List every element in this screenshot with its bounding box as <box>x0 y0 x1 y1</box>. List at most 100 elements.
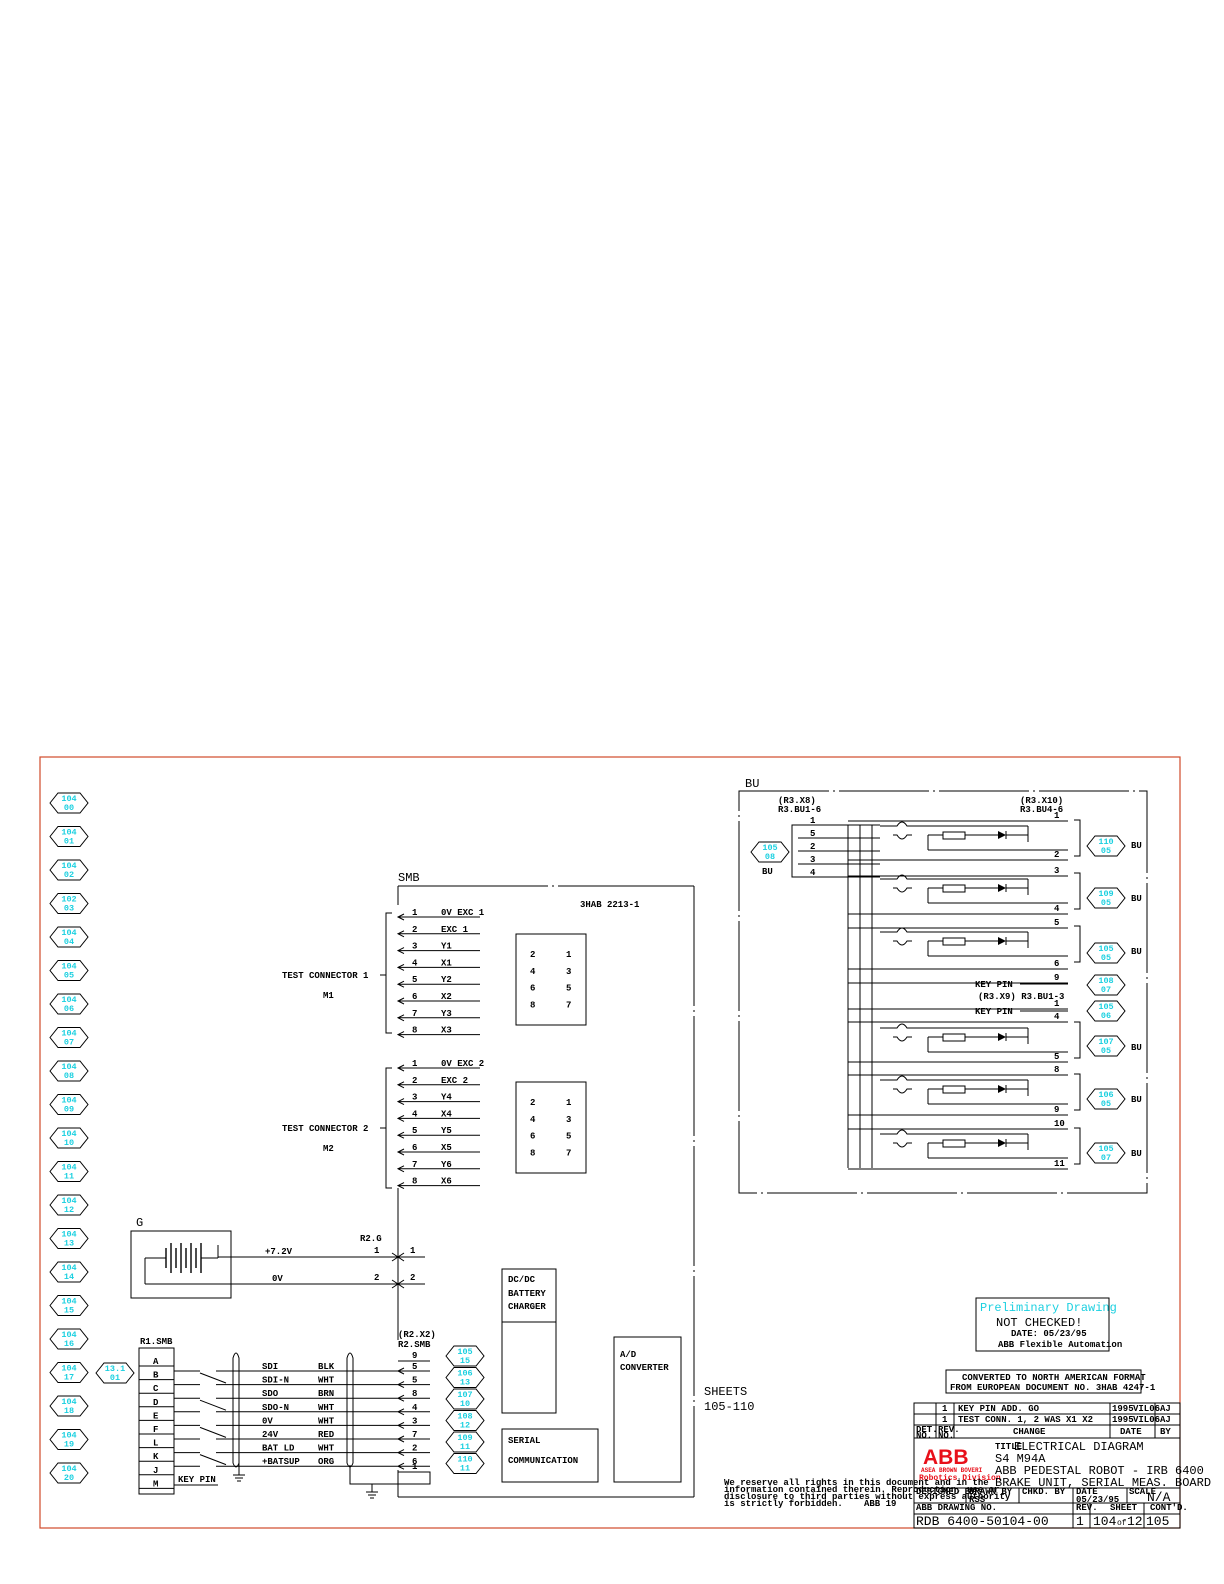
rights-line-2: information contained therein. Reproduct… <box>724 1485 999 1495</box>
title-line-4: BRAKE UNIT, SERIAL MEAS. BOARD <box>995 1476 1211 1490</box>
r1-key-pin: KEY PIN <box>178 1475 216 1485</box>
rev-head-by: BY <box>1160 1427 1171 1437</box>
serial-comm-box <box>501 1428 599 1483</box>
twist-mark <box>199 1454 227 1466</box>
battery-zero-label: 0V <box>272 1274 283 1284</box>
left-tag-a: 104 <box>61 1062 76 1072</box>
bu-right-tag-b: 05 <box>1101 1046 1111 1056</box>
designed-by-label: DESIGNED BY <box>916 1487 976 1497</box>
bu-right-tag-a: 109 <box>1098 889 1113 899</box>
pin-line <box>396 980 480 988</box>
bu-unit-label: BU <box>1131 894 1142 904</box>
test-connector-2-label: TEST CONNECTOR 2 <box>282 1124 368 1134</box>
pin-line <box>396 930 480 938</box>
rev-change: KEY PIN ADD. GO <box>958 1404 1040 1414</box>
r1-letter: J <box>153 1466 158 1476</box>
drawn-by: RSS <box>969 1495 986 1505</box>
smb-block: SMB 3HAB 2213-1 TEST CONNECTOR 1 M1 TEST… <box>282 871 754 1498</box>
bu-in-tag-b: 08 <box>765 852 775 862</box>
rev-head-det: DET. <box>916 1425 938 1435</box>
r1-right-tag-b: 11 <box>460 1464 470 1474</box>
sheet-total: 12 <box>1127 1514 1143 1529</box>
r1-right-tag-outline <box>445 1453 485 1474</box>
left-tag-b: 11 <box>64 1172 74 1182</box>
rev-date: 1995 <box>1112 1415 1134 1425</box>
serial-line-2: COMMUNICATION <box>508 1456 578 1466</box>
left-tag-a: 104 <box>61 1464 76 1474</box>
dcdc-line-2: BATTERY <box>508 1289 546 1299</box>
left-tag-b: 08 <box>64 1071 74 1081</box>
bu-right-tag-a: 107 <box>1098 1037 1113 1047</box>
brake-unit: BU <box>880 925 1142 963</box>
bu-key-pin-2: KEY PIN <box>975 1007 1013 1017</box>
signal-wire <box>174 1381 430 1389</box>
battery-block: G +7.2V 0V R2.G 1 2 1 2 <box>130 1216 425 1299</box>
left-tag-b: 04 <box>64 937 74 947</box>
left-tag-a: 104 <box>61 1129 76 1139</box>
left-tag-outline <box>49 1462 89 1484</box>
bu-left-b: R3.BU1-6 <box>778 805 821 815</box>
left-tag-a: 104 <box>61 962 76 972</box>
pin-signal: Y2 <box>441 975 452 985</box>
left-tag-a: 104 <box>61 828 76 838</box>
brake-unit: BU <box>880 1127 1142 1165</box>
left-tag-outline <box>49 1094 89 1115</box>
left-tag-b: 07 <box>64 1038 74 1048</box>
signal-wire <box>174 1367 430 1375</box>
pin-signal: Y4 <box>441 1093 452 1103</box>
pin-line <box>396 1114 480 1122</box>
bu-unit-label: BU <box>1131 1043 1142 1053</box>
left-tag-a: 102 <box>61 895 76 905</box>
grid-pin: 7 <box>566 1148 571 1158</box>
left-tag-a: 104 <box>61 1297 76 1307</box>
connector-2-face <box>515 1081 587 1174</box>
converted-line-2: FROM EUROPEAN DOCUMENT NO. 3HAB 4247-1 <box>950 1383 1156 1393</box>
brake-unit: BU <box>880 1073 1142 1111</box>
bu-right-tag-outline <box>1086 974 1126 996</box>
abb-logo-sub1: ASEA BROWN BOVERI <box>921 1467 983 1474</box>
signal-color: WHT <box>318 1376 335 1386</box>
pin-signal: X2 <box>441 992 452 1002</box>
pin-number: 8 <box>412 1177 417 1187</box>
grid-pin: 3 <box>566 1115 571 1125</box>
pin-number: 5 <box>412 975 417 985</box>
pin-signal: 0V EXC 1 <box>441 908 485 918</box>
grid-pin: 6 <box>530 984 535 994</box>
prelim-org: ABB Flexible Automation <box>998 1340 1122 1350</box>
pin-line <box>396 1098 480 1106</box>
r2x2-bottom-pin: 1 <box>412 1462 418 1472</box>
pin-number: 1 <box>412 1059 418 1069</box>
left-tag-outline <box>49 1429 89 1450</box>
pin-number: 7 <box>412 1160 417 1170</box>
battery-conn: R2.G <box>360 1234 382 1244</box>
left-tag-b: 20 <box>64 1473 74 1483</box>
left-tag-a: 104 <box>61 794 76 804</box>
pin-number: 3 <box>412 1093 417 1103</box>
pin-signal: Y5 <box>441 1126 452 1136</box>
cable-shield <box>232 1352 240 1468</box>
preliminary-stamp: Preliminary Drawing NOT CHECKED! DATE: 0… <box>975 1297 1122 1352</box>
sheet-of: of <box>1117 1519 1127 1528</box>
bu-right-a: (R3.X10) <box>1020 796 1063 806</box>
ad-line-2: CONVERTER <box>620 1363 669 1373</box>
bu-input-label: BU <box>762 867 773 877</box>
rev-head-rev: REV. <box>938 1425 960 1435</box>
pin-signal: Y1 <box>441 942 452 952</box>
r1-left-tag-outline <box>95 1362 135 1384</box>
signal-color: WHT <box>318 1403 335 1413</box>
grid-pin: 1 <box>566 950 572 960</box>
